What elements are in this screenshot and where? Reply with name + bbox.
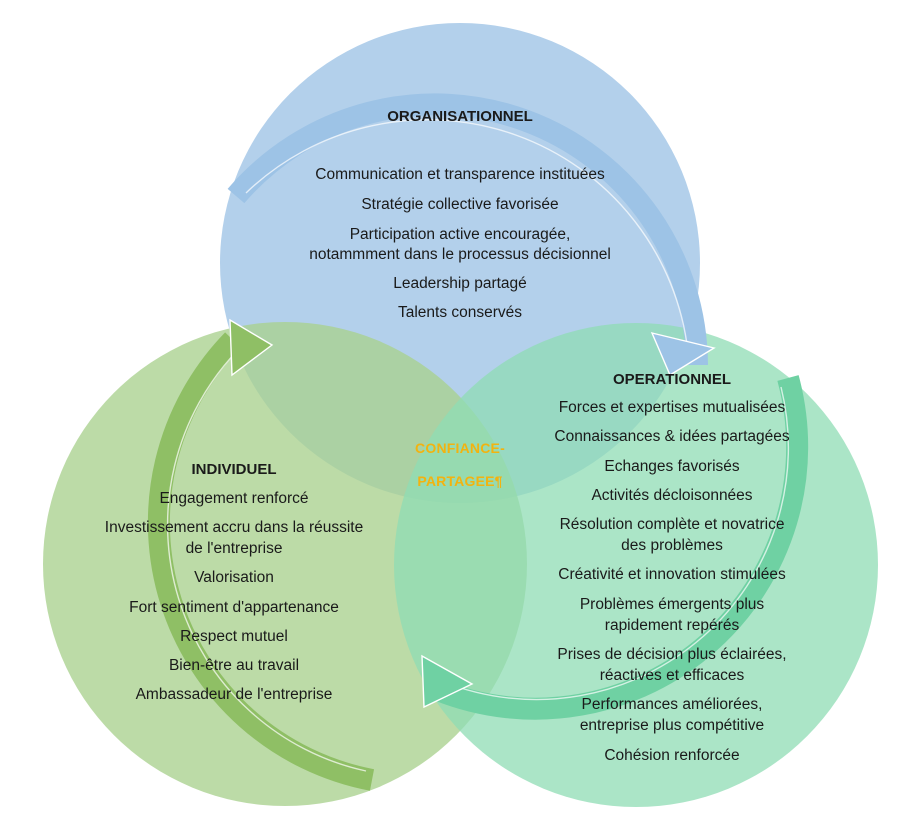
- center-label-line1: CONFIANCE-: [415, 440, 505, 456]
- arrow-individuel: [147, 318, 375, 791]
- operationnel-item: Problèmes émergents plus: [579, 596, 765, 613]
- operationnel-item: entreprise plus compétitive: [579, 717, 765, 734]
- center-label-line2: PARTAGEE¶: [417, 473, 503, 489]
- organisationnel-item: Participation active encouragée,: [349, 226, 571, 243]
- operationnel-title: OPERATIONNEL: [612, 371, 732, 388]
- operationnel-item: Forces et expertises mutualisées: [558, 399, 786, 416]
- operationnel-item: réactives et efficaces: [599, 667, 745, 684]
- organisationnel-item: Leadership partagé: [393, 275, 527, 292]
- arrow-operationnel: [421, 375, 809, 720]
- organisationnel-item: notammment dans le processus décisionnel: [309, 246, 611, 263]
- organisationnel-item: Communication et transparence instituées: [315, 166, 605, 183]
- organisationnel-item: Talents conservés: [397, 304, 523, 321]
- operationnel-item: Connaissances & idées partagées: [554, 428, 790, 445]
- operationnel-item: des problèmes: [621, 537, 723, 554]
- operationnel-item: rapidement repérés: [604, 617, 740, 634]
- individuel-item: Investissement accru dans la réussite: [104, 519, 364, 536]
- individuel-item: de l'entreprise: [185, 540, 283, 557]
- operationnel-item: Résolution complète et novatrice: [559, 516, 785, 533]
- organisationnel-title: ORGANISATIONNEL: [387, 108, 533, 125]
- individuel-item: Fort sentiment d'appartenance: [129, 599, 339, 616]
- operationnel-item: Cohésion renforcée: [604, 747, 740, 764]
- individuel-item: Valorisation: [194, 569, 274, 586]
- individuel-item: Ambassadeur de l'entreprise: [135, 686, 333, 703]
- operationnel-item: Créativité et innovation stimulées: [558, 566, 786, 583]
- individuel-title: INDIVIDUEL: [191, 461, 277, 478]
- operationnel-item: Activités décloisonnées: [591, 487, 753, 504]
- operationnel-item: Performances améliorées,: [581, 696, 763, 713]
- operationnel-item: Prises de décision plus éclairées,: [557, 646, 787, 663]
- individuel-item: Bien-être au travail: [168, 657, 300, 674]
- organisationnel-item: Stratégie collective favorisée: [361, 196, 559, 213]
- arrow-organisationnel: [227, 93, 716, 377]
- operationnel-item: Echanges favorisés: [604, 458, 740, 475]
- individuel-item: Respect mutuel: [180, 628, 288, 645]
- circle-operationnel: [394, 323, 878, 807]
- individuel-item: Engagement renforcé: [159, 490, 309, 507]
